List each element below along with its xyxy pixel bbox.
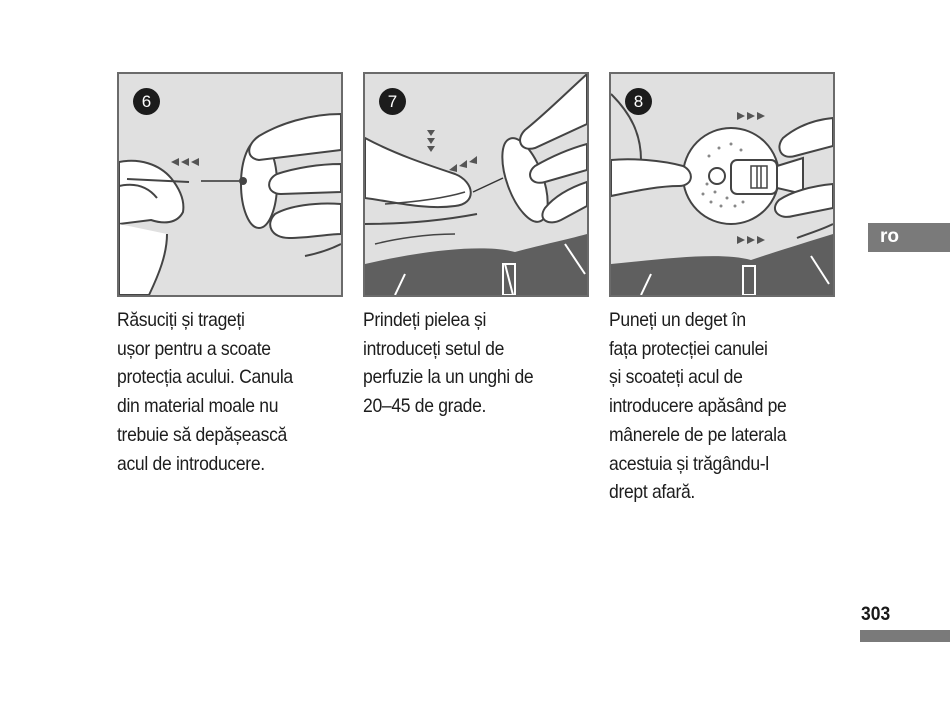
page-number: 303 xyxy=(861,604,891,625)
caption-line: din material moale nu xyxy=(117,395,279,418)
caption-line: 20–45 de grade. xyxy=(363,395,487,418)
step-7-caption: Prindeți pielea și introduceți setul de … xyxy=(363,306,595,421)
caption-line: Răsuciți și trageți xyxy=(117,309,245,331)
step-8-caption: Puneți un deget în fața protecției canul… xyxy=(609,306,841,507)
remove-needle-cap-illustration xyxy=(119,112,341,295)
caption-line: și scoateți acul de xyxy=(609,366,743,389)
caption-line: Puneți un deget în xyxy=(609,309,746,331)
remove-introducer-needle-illustration xyxy=(611,93,833,295)
step-number-badge: 6 xyxy=(133,88,160,115)
page-number-bar xyxy=(860,630,950,642)
caption-line: ușor pentru a scoate xyxy=(117,337,271,360)
caption-line: acul de introducere. xyxy=(117,452,265,475)
caption-line: drept afară. xyxy=(609,481,695,504)
caption-line: introduceți setul de xyxy=(363,337,505,360)
caption-line: fața protecției canulei xyxy=(609,337,768,360)
caption-line: mânerele de pe laterala xyxy=(609,423,787,446)
caption-line: perfuzie la un unghi de xyxy=(363,366,534,389)
step-7-illustration: 7 xyxy=(363,72,589,297)
caption-line: introducere apăsând pe xyxy=(609,395,787,418)
language-tab-label: ro xyxy=(880,226,899,247)
step-number-badge: 7 xyxy=(379,88,406,115)
step-number-badge: 8 xyxy=(625,88,652,115)
step-8-illustration: 8 xyxy=(609,72,835,297)
caption-line: Prindeți pielea și xyxy=(363,309,487,331)
caption-line: acestuia și trăgându-l xyxy=(609,452,769,475)
step-6-caption: Răsuciți și trageți ușor pentru a scoate… xyxy=(117,306,349,478)
insert-infusion-set-illustration xyxy=(365,74,587,295)
caption-line: trebuie să depășească xyxy=(117,423,287,446)
caption-line: protecția acului. Canula xyxy=(117,366,293,389)
language-tab: ro xyxy=(868,223,950,252)
step-6-illustration: 6 xyxy=(117,72,343,297)
